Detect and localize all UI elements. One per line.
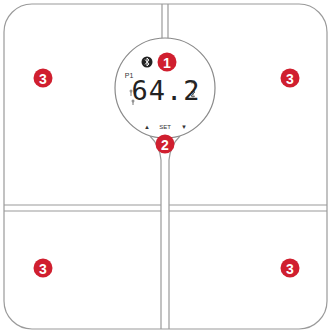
display-window	[115, 38, 215, 138]
callout-number: 3	[281, 69, 300, 88]
electrode-gap	[161, 4, 162, 39]
scale-platform	[4, 4, 327, 329]
callout-number: 1	[158, 53, 177, 72]
button-label: SET	[159, 124, 171, 130]
electrode-gap	[150, 136, 161, 329]
bluetooth-icon	[142, 57, 153, 68]
electrode-gap	[169, 210, 327, 211]
callout-number: 3	[281, 259, 300, 278]
unit-indicator: %	[190, 79, 195, 85]
button-arrow: ▲	[144, 124, 150, 130]
callout-number: 3	[34, 259, 53, 278]
button-arrow: ▼	[181, 124, 187, 130]
electrode-gap	[169, 136, 180, 329]
electrode-gap	[4, 210, 161, 211]
callout-number: 2	[156, 135, 175, 154]
callout-number: 3	[34, 69, 53, 88]
electrode-gap	[4, 204, 161, 205]
electrode-gap	[169, 204, 327, 205]
weight-readout: 64.2	[131, 77, 200, 104]
electrode-gap	[167, 4, 168, 39]
